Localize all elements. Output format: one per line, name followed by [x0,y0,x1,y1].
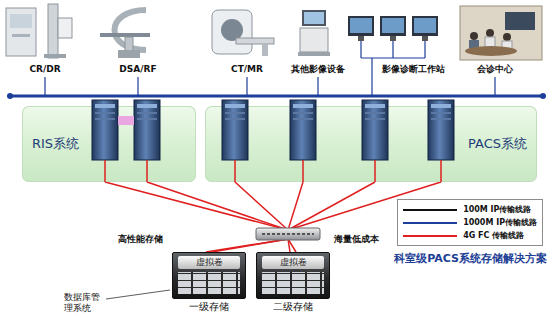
server-icon [222,100,454,160]
legend-box: 100M IP传输线路 1000M IP传输线路 4G FC 传输线路 [397,199,543,246]
ct-mr-equipment [212,10,274,56]
fc-stub [235,160,441,182]
legend-text: 4G FC 传输线路 [463,230,524,241]
fc-switch [256,228,320,240]
leader-line [106,290,170,299]
legend-line-sample [403,220,457,226]
device-label: DSA/RF [119,64,156,75]
storage-caption: 二级存储 [273,301,313,313]
legend-line [403,209,457,211]
legend-line [403,222,457,224]
ultrasound-equipment [298,10,330,56]
consultation-room [460,6,542,60]
legend-row: 100M IP传输线路 [403,203,537,216]
device-label: 影像诊断工作站 [382,64,445,75]
fc-stub [105,160,147,182]
fc-connector [105,182,288,252]
fc-connector [288,182,303,252]
system-region: PACS系统 [205,106,537,182]
legend-line [403,235,457,237]
volume-plate: 虚拟卷 [262,256,324,269]
storage-array: 虚拟卷一级存储 [172,252,246,299]
callout-label: 数据库管理系统 [64,292,104,314]
diagram-title: 科室级PACS系统存储解决方案 [394,251,547,266]
system-region: RIS系统 [22,106,196,182]
fc-connector [147,182,290,252]
drive-bays [178,272,240,294]
drive-bays [262,272,324,294]
server-icon [92,100,160,160]
tier-label: 高性能存储 [118,234,163,245]
system-label: RIS系统 [32,135,79,153]
volume-plate: 虚拟卷 [178,256,240,269]
system-label: PACS系统 [468,135,527,153]
device-label: 会诊中心 [477,64,513,75]
cr-dr-equipment [6,4,72,58]
dsa-rf-equipment [100,10,150,58]
device-label: 其他影像设备 [291,64,345,75]
legend-text: 100M IP传输线路 [463,204,531,215]
legend-text: 1000M IP传输线路 [463,217,537,228]
tier-label: 海量低成本 [334,234,379,245]
legend-row: 4G FC 传输线路 [403,229,537,242]
workstation-monitors [348,16,438,58]
storage-array: 虚拟卷二级存储 [256,252,330,299]
network-bus [7,58,546,99]
legend-line-sample [403,207,457,213]
legend-row: 1000M IP传输线路 [403,216,537,229]
device-label: CR/DR [29,64,60,75]
storage-caption: 一级存储 [189,301,229,313]
device-label: CT/MR [231,64,263,75]
fc-connector [212,182,288,252]
legend-line-sample [403,233,457,239]
